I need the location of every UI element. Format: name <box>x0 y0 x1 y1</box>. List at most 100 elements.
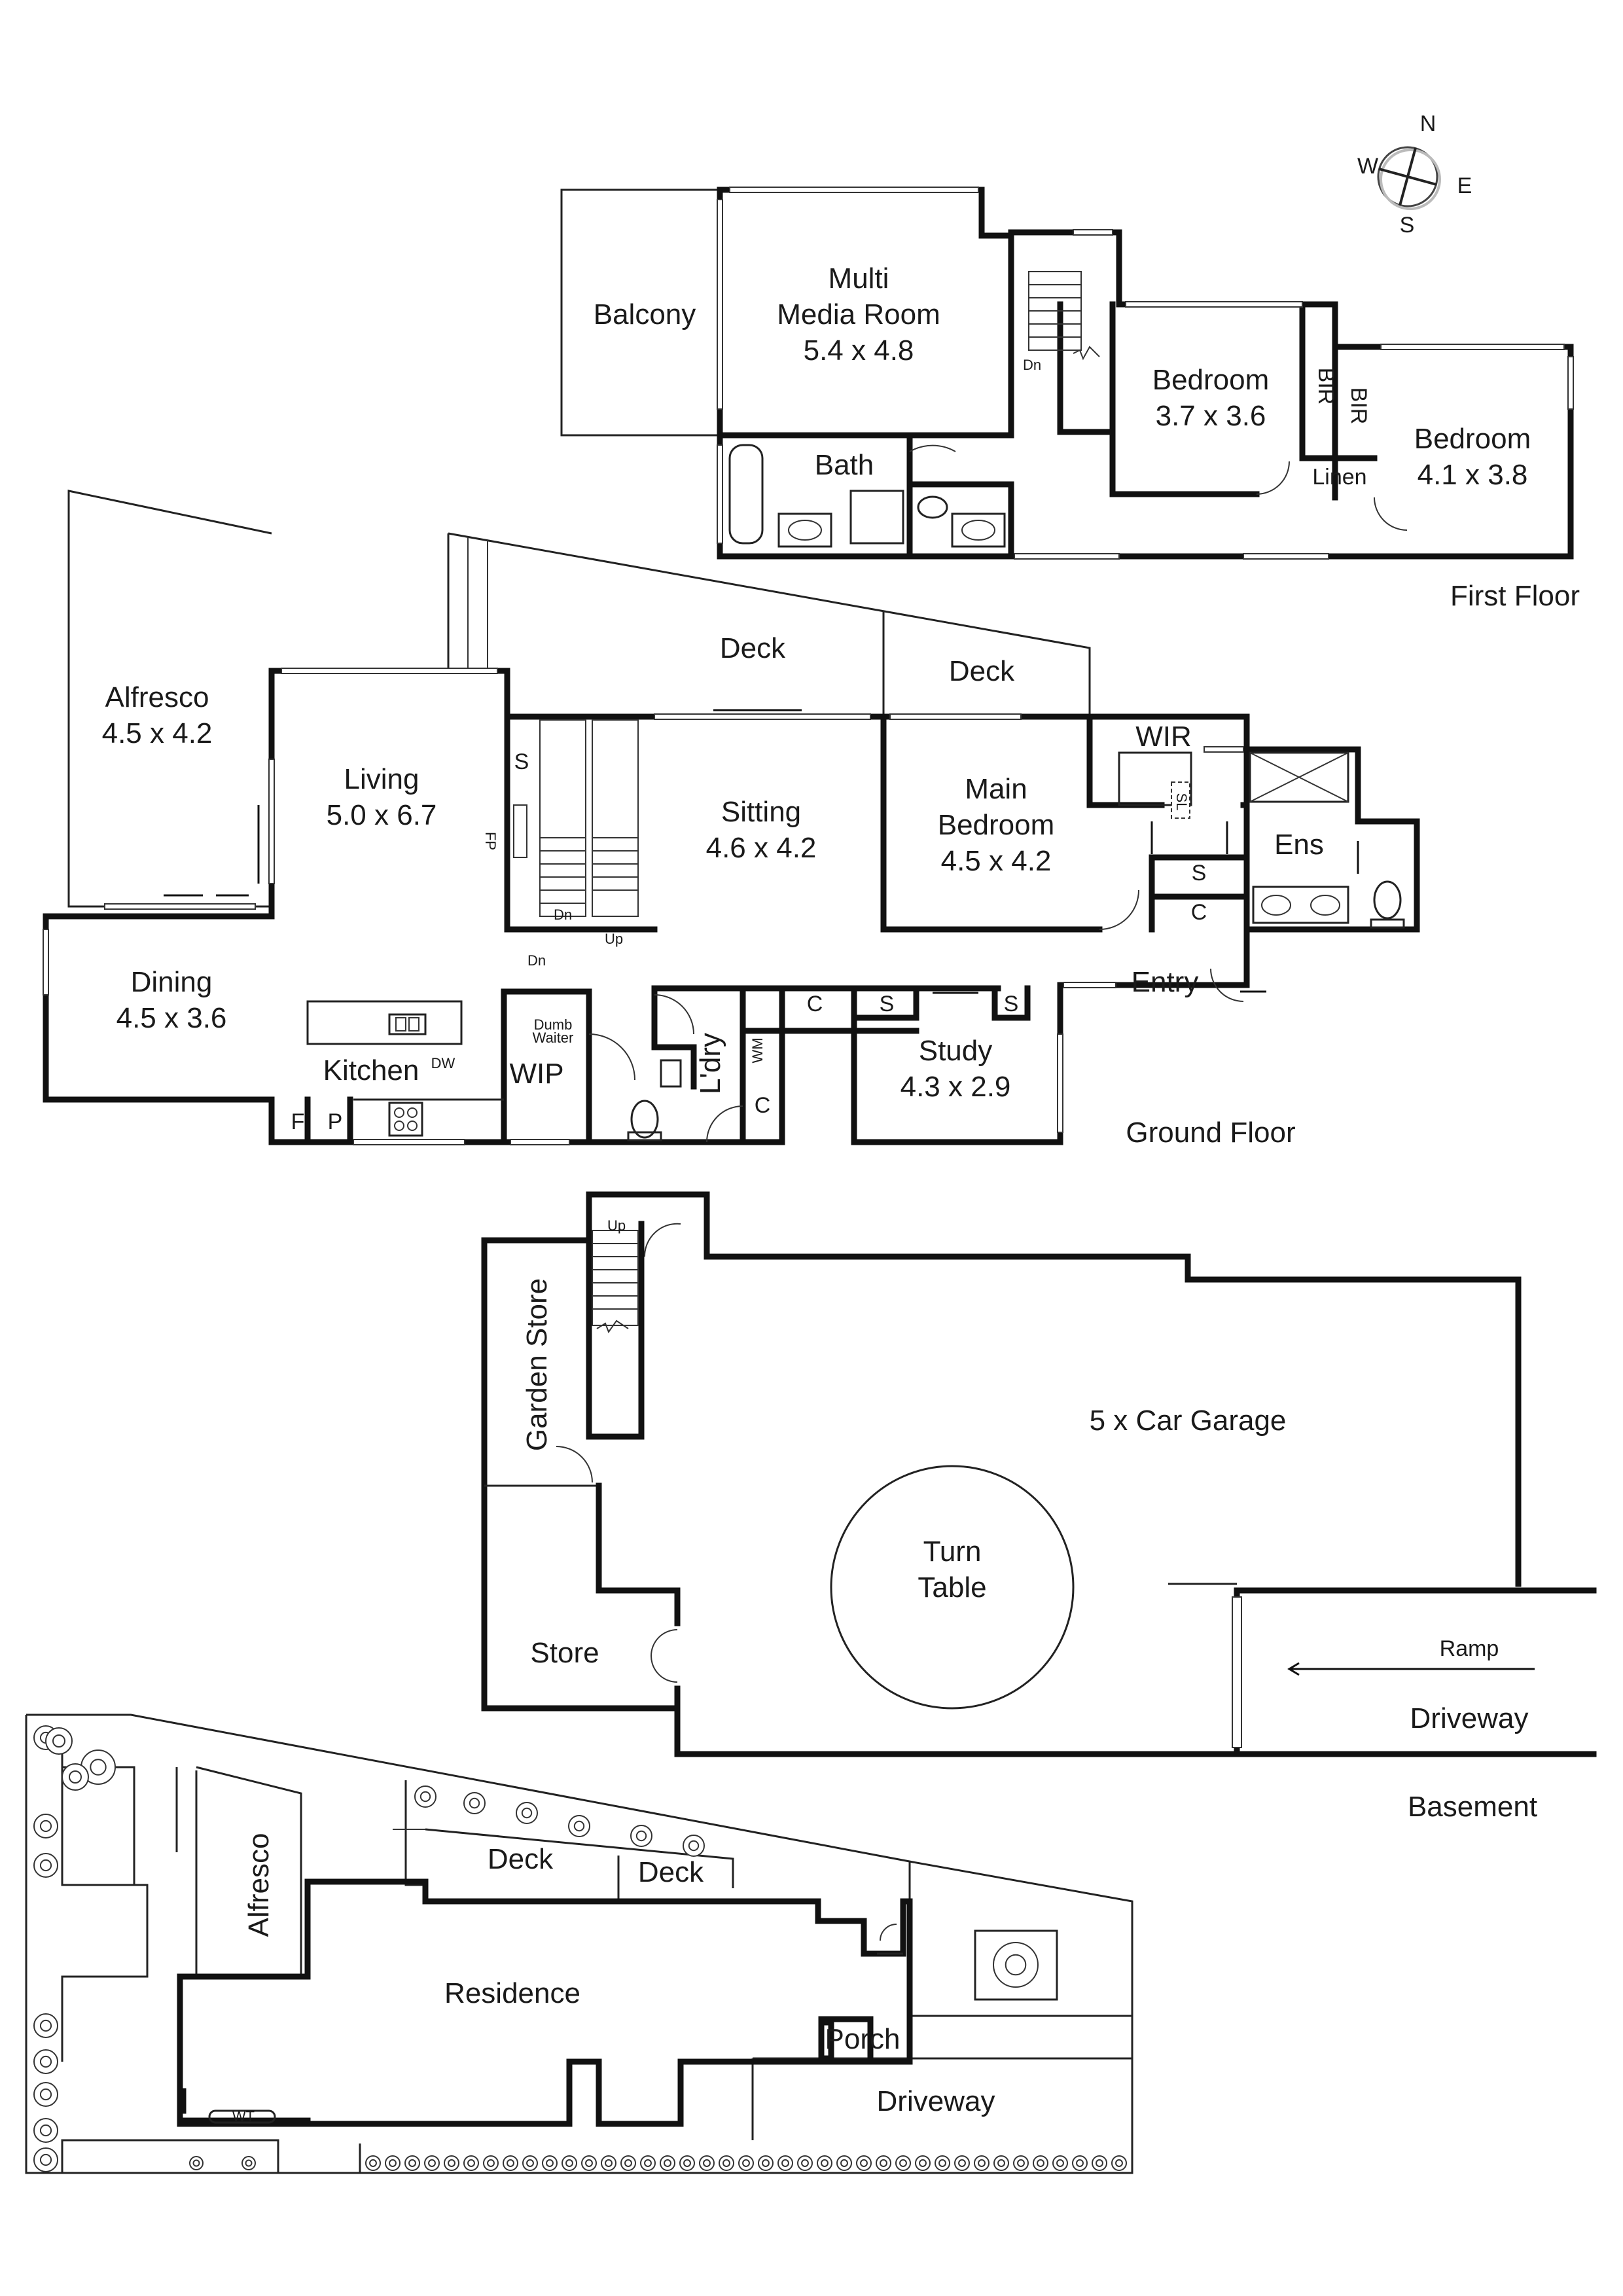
site-wt-label: WT <box>232 2108 255 2125</box>
basement: Garden Store Store 5 x Car Garage Turn T… <box>481 1191 1597 1823</box>
gf-deck-label-2: Deck <box>949 655 1015 687</box>
gf-s-label-2: S <box>1192 861 1207 886</box>
ff-bath-label: Bath <box>815 449 874 481</box>
gf-wip-label: WIP <box>509 1058 563 1090</box>
tree-icon <box>90 1759 107 1776</box>
gf-ldry-label: L'dry <box>694 1033 726 1094</box>
bs-garden-store-label: Garden Store <box>521 1278 553 1451</box>
tree-icon <box>821 2159 829 2167</box>
tree-icon <box>245 2159 253 2167</box>
bs-up-label: Up <box>607 1217 626 1234</box>
gf-up-label-1: Up <box>605 931 623 947</box>
gf-dumb-waiter-2: Waiter <box>533 1030 574 1046</box>
tree-icon <box>69 1770 82 1784</box>
tree-icon <box>469 1797 480 1809</box>
gf-wir-label: WIR <box>1135 721 1192 753</box>
tree-icon <box>683 2159 691 2167</box>
tree-icon <box>997 2159 1005 2167</box>
tree-icon <box>521 1807 533 1819</box>
gf-dn-label-1: Dn <box>554 906 572 923</box>
tree-icon <box>880 2159 887 2167</box>
bs-garage-label: 5 x Car Garage <box>1090 1405 1287 1437</box>
gf-f-label: F <box>291 1109 305 1134</box>
gf-c-label-2: C <box>807 992 823 1016</box>
tree-icon <box>664 2159 671 2167</box>
tree-icon <box>389 2159 397 2167</box>
gf-ens-label: Ens <box>1274 829 1324 861</box>
bs-driveway-label: Driveway <box>1410 1702 1529 1734</box>
tree-icon <box>801 2159 809 2167</box>
site-residence-label: Residence <box>444 1977 580 2009</box>
tree-icon <box>605 2159 613 2167</box>
compass-s: S <box>1400 213 1415 238</box>
tree-icon <box>722 2159 730 2167</box>
tree-icon <box>742 2159 750 2167</box>
gf-kitchen-label: Kitchen <box>323 1054 419 1086</box>
tree-icon <box>39 1859 52 1872</box>
gf-dining-label: Dining <box>131 966 213 998</box>
compass-e: E <box>1457 173 1472 198</box>
ff-bedroom2-size: 3.7 x 3.6 <box>1156 400 1266 432</box>
tree-icon <box>39 2055 52 2068</box>
gf-dumb-waiter-1: Dumb <box>534 1016 573 1033</box>
tree-icon <box>840 2159 848 2167</box>
tree-group <box>33 1725 1127 2172</box>
ff-balcony-label: Balcony <box>594 298 696 331</box>
compass-w: W <box>1357 154 1378 179</box>
tree-icon <box>1017 2159 1025 2167</box>
tree-icon <box>526 2159 534 2167</box>
tree-icon <box>919 2159 927 2167</box>
tree-icon <box>39 2153 52 2166</box>
tree-icon <box>688 1840 700 1852</box>
tree-icon <box>546 2159 554 2167</box>
tree-icon <box>624 2159 632 2167</box>
site-driveway-label: Driveway <box>877 2085 995 2117</box>
bs-turn-table-label-1: Turn <box>923 1535 982 1568</box>
ground-floor: Alfresco 4.5 x 4.2 Living 5.0 x 6.7 Deck… <box>43 490 1420 1149</box>
gf-dw-label: DW <box>431 1055 455 1071</box>
ff-bedroom2-label: Bedroom <box>1152 364 1270 396</box>
gf-entry-label: Entry <box>1132 966 1199 998</box>
gf-c-label-1: C <box>1191 900 1207 925</box>
site-plan: Alfresco Deck Deck Residence Porch Drive… <box>25 1713 1133 2174</box>
tree-icon <box>781 2159 789 2167</box>
tree-icon <box>899 2159 907 2167</box>
gf-p-label: P <box>328 1109 343 1134</box>
site-deck-label-2: Deck <box>638 1856 704 1888</box>
gf-title: Ground Floor <box>1126 1117 1295 1149</box>
tree-icon <box>192 2159 200 2167</box>
tree-icon <box>39 2019 52 2032</box>
tree-icon <box>860 2159 868 2167</box>
gf-main-bedroom-label-1: Main <box>965 773 1027 805</box>
bs-ramp-label: Ramp <box>1440 1636 1499 1661</box>
gf-living-size: 5.0 x 6.7 <box>327 799 437 831</box>
gf-sitting-label: Sitting <box>721 796 801 828</box>
tree-icon <box>467 2159 475 2167</box>
tree-icon <box>448 2159 455 2167</box>
tree-icon <box>573 1820 585 1832</box>
ff-bedroom3-size: 4.1 x 3.8 <box>1418 459 1528 491</box>
ff-multimedia-label-2: Media Room <box>777 298 940 331</box>
ff-bir-label-1: BIR <box>1313 368 1338 405</box>
tree-icon <box>1076 2159 1084 2167</box>
tree-icon <box>762 2159 770 2167</box>
ff-linen-label: Linen <box>1312 465 1366 490</box>
gf-dining-size: 4.5 x 3.6 <box>116 1002 227 1034</box>
ff-multimedia-label-1: Multi <box>829 262 889 295</box>
tree-icon <box>1037 2159 1044 2167</box>
gf-fp-label: FP <box>482 832 499 850</box>
bs-title: Basement <box>1408 1791 1537 1823</box>
tree-icon <box>1056 2159 1064 2167</box>
tree-icon <box>565 2159 573 2167</box>
gf-study-label: Study <box>919 1035 993 1067</box>
gf-living-label: Living <box>344 763 419 795</box>
compass: N E S W <box>1357 111 1472 238</box>
tree-icon <box>1005 1954 1027 1976</box>
gf-s-label-4: S <box>1004 992 1019 1016</box>
ff-bedroom3-label: Bedroom <box>1414 423 1531 455</box>
tree-icon <box>1115 2159 1123 2167</box>
gf-wm-label: WM <box>749 1037 766 1063</box>
gf-deck-label-1: Deck <box>720 632 786 664</box>
tree-icon <box>39 2088 52 2101</box>
